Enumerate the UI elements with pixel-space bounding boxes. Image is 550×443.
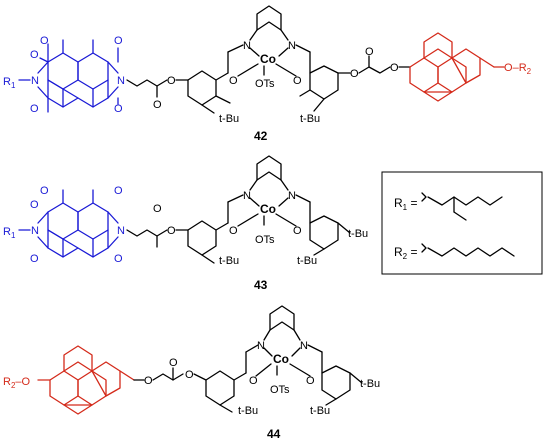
- tert-butyl-group: t-Bu: [219, 113, 239, 125]
- ester-oxygen: O: [169, 357, 178, 369]
- compound-44-label: 44: [267, 427, 281, 441]
- carbonyl-oxygen: O: [30, 253, 39, 265]
- tosylate-ligand: OTs: [270, 384, 290, 396]
- phenoxide-oxygen: O: [306, 375, 315, 387]
- cobalt-center: Co: [260, 202, 276, 216]
- cobalt-center: Co: [260, 52, 276, 66]
- naphthalimide-unit-42: R1 N O O O O O N: [3, 35, 125, 115]
- phenoxide-oxygen: O: [293, 75, 302, 87]
- carbonyl-oxygen: O: [30, 199, 39, 211]
- ether-oxygen: O: [144, 375, 153, 387]
- ether-oxygen: O: [390, 62, 399, 74]
- r2-substituent: R2–O: [3, 376, 31, 390]
- r2-structure: [421, 243, 515, 257]
- imide-nitrogen: N: [117, 75, 125, 87]
- carbonyl-oxygen: O: [114, 253, 123, 265]
- compound-42: R1 N O O O O O N O: [3, 5, 532, 143]
- carbonyl-oxygen: O: [30, 103, 39, 115]
- tosylate-ligand: OTs: [255, 234, 275, 246]
- legend-r2-label: R2 =: [394, 245, 417, 261]
- phenoxide-oxygen: O: [229, 75, 238, 87]
- tert-butyl-group: t-Bu: [360, 378, 380, 390]
- carbonyl-oxygen: O: [40, 35, 49, 47]
- tert-butyl-group: t-Bu: [238, 405, 258, 417]
- carbonyl-oxygen: O: [40, 185, 49, 197]
- r1-substituent: R1: [3, 76, 16, 90]
- r1-substituent: R1: [3, 226, 16, 240]
- ester-oxygen: O: [350, 68, 359, 80]
- compound-43-label: 43: [254, 278, 268, 292]
- compound-44: R2–O O O O N O t-Bu Co OTs: [3, 305, 380, 441]
- naphthalimide-unit-43: R1 N O O O O O N: [3, 185, 125, 265]
- r1-structure: [421, 192, 503, 221]
- legend-r1-label: R1 =: [394, 196, 417, 212]
- pyrene-unit-44: R2–O: [3, 345, 135, 415]
- ester-oxygen: O: [185, 369, 194, 381]
- compound-43: R1 N O O O O O N O O: [3, 155, 368, 292]
- substituent-legend: R1 = R2 =: [381, 171, 543, 275]
- tosylate-ligand: OTs: [255, 78, 275, 90]
- imine-nitrogen: N: [288, 40, 296, 52]
- cobalt-center: Co: [273, 352, 289, 366]
- pyrene-unit-42: O–R2: [409, 32, 532, 102]
- tert-butyl-group: t-Bu: [297, 255, 317, 267]
- imine-nitrogen: N: [243, 190, 251, 202]
- imide-nitrogen: N: [31, 225, 39, 237]
- ester-oxygen: O: [167, 75, 176, 87]
- carbonyl-oxygen: O: [114, 35, 123, 47]
- ester-oxygen: O: [153, 203, 162, 215]
- imine-nitrogen: N: [243, 40, 251, 52]
- phenoxide-oxygen: O: [293, 225, 302, 237]
- imine-nitrogen: N: [257, 340, 265, 352]
- imide-nitrogen: N: [117, 225, 125, 237]
- imide-nitrogen: N: [31, 75, 39, 87]
- r2-substituent: O–R2: [504, 62, 532, 76]
- tert-butyl-group: t-Bu: [219, 255, 239, 267]
- imine-nitrogen: N: [300, 340, 308, 352]
- compound-42-label: 42: [254, 129, 268, 143]
- ester-oxygen: O: [365, 46, 374, 58]
- carbonyl-oxygen: O: [114, 103, 123, 115]
- carbonyl-oxygen: O: [30, 49, 39, 61]
- phenoxide-oxygen: O: [229, 225, 238, 237]
- phenoxide-oxygen: O: [249, 375, 258, 387]
- imine-nitrogen: N: [288, 190, 296, 202]
- tert-butyl-group: t-Bu: [348, 228, 368, 240]
- ester-oxygen: O: [167, 225, 176, 237]
- carbonyl-oxygen: O: [114, 185, 123, 197]
- ester-oxygen: O: [153, 99, 162, 111]
- tert-butyl-group: t-Bu: [310, 405, 330, 417]
- tert-butyl-group: t-Bu: [300, 113, 320, 125]
